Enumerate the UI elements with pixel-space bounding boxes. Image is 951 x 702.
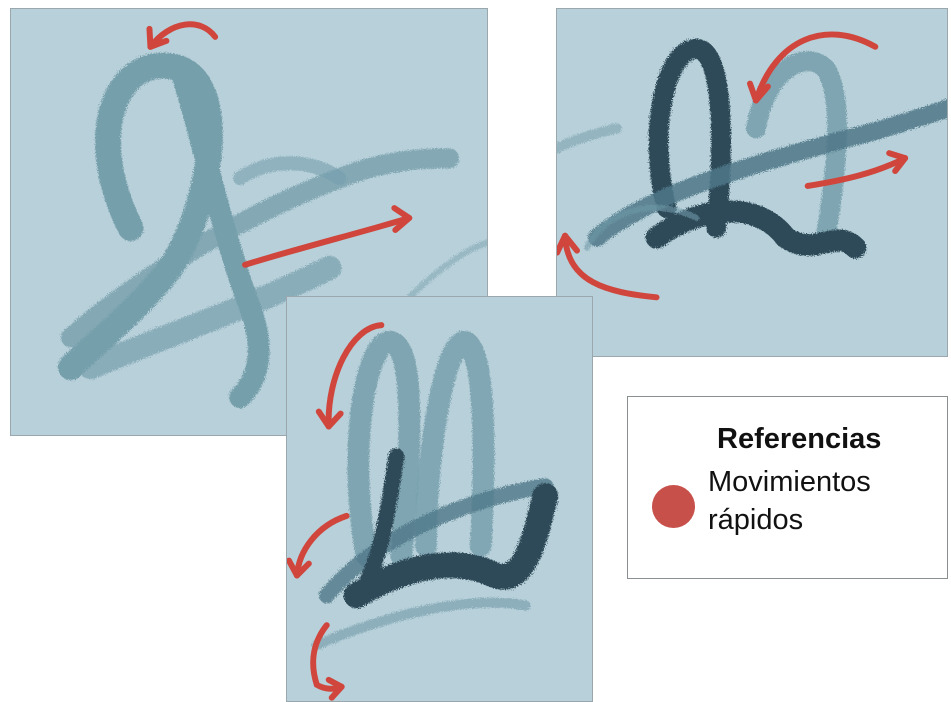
legend-box: Referencias Movimientos rápidos — [627, 396, 948, 579]
brush-stroke-drawing-3 — [287, 297, 592, 701]
circle-dot-icon — [652, 485, 695, 528]
legend-label: Movimientos rápidos — [708, 463, 938, 539]
brush-stroke-photo-2 — [556, 8, 948, 357]
legend-title: Referencias — [717, 423, 881, 456]
brush-stroke-photo-3 — [286, 296, 593, 702]
brush-stroke-drawing-2 — [557, 9, 947, 356]
